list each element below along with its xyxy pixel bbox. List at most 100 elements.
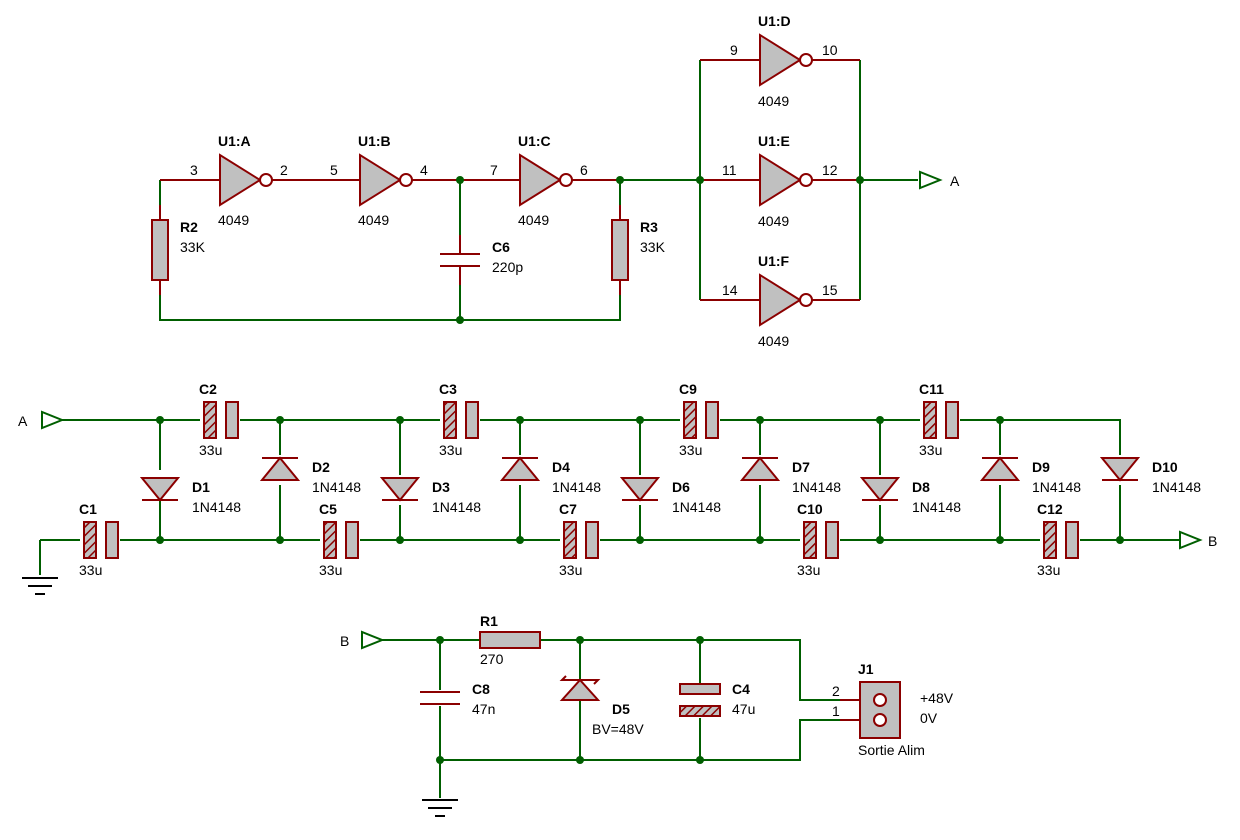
resistor-r2: R2 33K (151, 205, 206, 295)
pin-label: 7 (490, 162, 498, 178)
component-ref: D2 (312, 459, 330, 475)
component-value: 220p (492, 259, 523, 275)
terminal-a-output: A (919, 170, 960, 190)
component-ref: C4 (732, 681, 750, 697)
component-value: 33K (640, 239, 666, 255)
capacitor-c1: C1 33u (79, 501, 119, 578)
inverter-u1e: 11 12 U1:E 4049 (700, 133, 860, 229)
oscillator-junctions (456, 176, 864, 324)
component-value: 47u (732, 701, 755, 717)
capacitor-c3: C3 33u (439, 381, 479, 458)
component-value: 4049 (758, 93, 789, 109)
pin-label: 4 (420, 162, 428, 178)
component-ref: D7 (792, 459, 810, 475)
component-ref: U1:D (758, 13, 791, 29)
component-value: 33u (319, 562, 342, 578)
pin-label: 10 (822, 42, 838, 58)
component-ref: D5 (612, 701, 630, 717)
component-value: 1N4148 (312, 479, 361, 495)
terminal-label: B (1208, 533, 1217, 549)
ground-symbol (22, 577, 58, 595)
component-ref: C9 (679, 381, 697, 397)
component-ref: R2 (180, 219, 198, 235)
component-value: 1N4148 (1032, 479, 1081, 495)
pin-label: 15 (822, 282, 838, 298)
component-value: 33u (559, 562, 582, 578)
diode-d9: D9 1N4148 (979, 456, 1081, 495)
connector-name: Sortie Alim (858, 742, 925, 758)
inverter-u1a: 3 2 U1:A 4049 (160, 133, 320, 228)
pin-label: 2 (832, 683, 840, 699)
capacitor-c4: C4 47u (679, 681, 755, 717)
component-ref: R3 (640, 219, 658, 235)
resistor-r1: R1 270 (479, 613, 541, 667)
component-value: 4049 (758, 333, 789, 349)
pin-label: 5 (330, 162, 338, 178)
capacitor-c2: C2 33u (199, 381, 239, 458)
multiplier-junctions (156, 416, 1124, 544)
component-ref: U1:C (518, 133, 551, 149)
terminal-label: A (18, 413, 28, 429)
multiplier-wires (39, 419, 1180, 575)
component-ref: C3 (439, 381, 457, 397)
diode-d2: D2 1N4148 (259, 456, 361, 495)
diode-d3: D3 1N4148 (379, 477, 481, 515)
component-ref: D3 (432, 479, 450, 495)
component-ref: U1:E (758, 133, 790, 149)
regulator-junctions (436, 636, 704, 764)
component-ref: C7 (559, 501, 577, 517)
component-ref: D8 (912, 479, 930, 495)
component-value: 1N4148 (792, 479, 841, 495)
component-value: 33u (199, 442, 222, 458)
component-value: 33u (919, 442, 942, 458)
component-ref: C10 (797, 501, 823, 517)
capacitor-c9: C9 33u (679, 381, 719, 458)
diode-d10: D10 1N4148 (1099, 457, 1201, 495)
pin-label: 2 (280, 162, 288, 178)
ground-symbol (422, 799, 458, 817)
component-value: 4049 (518, 212, 549, 228)
pin-label: 14 (722, 282, 738, 298)
capacitor-c8: C8 47n (420, 681, 495, 717)
terminal-b-output: B (1179, 530, 1217, 550)
component-ref: C1 (79, 501, 97, 517)
component-ref: D4 (552, 459, 570, 475)
component-value: 4049 (358, 212, 389, 228)
component-value: 1N4148 (672, 499, 721, 515)
diode-d6: D6 1N4148 (619, 477, 721, 515)
component-ref: U1:B (358, 133, 391, 149)
terminal-label: A (950, 173, 960, 189)
component-value: 33u (1037, 562, 1060, 578)
diode-d1: D1 1N4148 (139, 477, 241, 515)
terminal-label: B (340, 633, 349, 649)
capacitor-c10: C10 33u (797, 501, 839, 578)
component-value: 33u (679, 442, 702, 458)
component-value: 33K (180, 239, 206, 255)
component-value: 1N4148 (432, 499, 481, 515)
connector-label-48v: +48V (920, 690, 954, 706)
terminal-a-input: A (18, 410, 65, 430)
component-value: BV=48V (592, 721, 644, 737)
component-value: 47n (472, 701, 495, 717)
inverter-u1b: 5 4 U1:B 4049 (320, 133, 460, 228)
connector-label-0v: 0V (920, 710, 938, 726)
component-ref: C12 (1037, 501, 1063, 517)
capacitor-c7: C7 33u (559, 501, 599, 578)
inverter-u1d: 9 10 U1:D 4049 (700, 13, 860, 109)
pin-label: 1 (832, 703, 840, 719)
component-value: 270 (480, 651, 504, 667)
capacitor-c12: C12 33u (1037, 501, 1079, 578)
zener-diode-d5: D5 BV=48V (559, 675, 644, 737)
component-value: 1N4148 (552, 479, 601, 495)
pin-label: 6 (580, 162, 588, 178)
component-ref: J1 (858, 661, 874, 677)
capacitor-c11: C11 33u (919, 381, 959, 458)
pin-label: 12 (822, 162, 838, 178)
component-value: 33u (79, 562, 102, 578)
component-ref: C5 (319, 501, 337, 517)
terminal-b-input: B (340, 630, 385, 650)
component-ref: D1 (192, 479, 210, 495)
component-value: 33u (439, 442, 462, 458)
component-value: 33u (797, 562, 820, 578)
component-value: 1N4148 (912, 499, 961, 515)
